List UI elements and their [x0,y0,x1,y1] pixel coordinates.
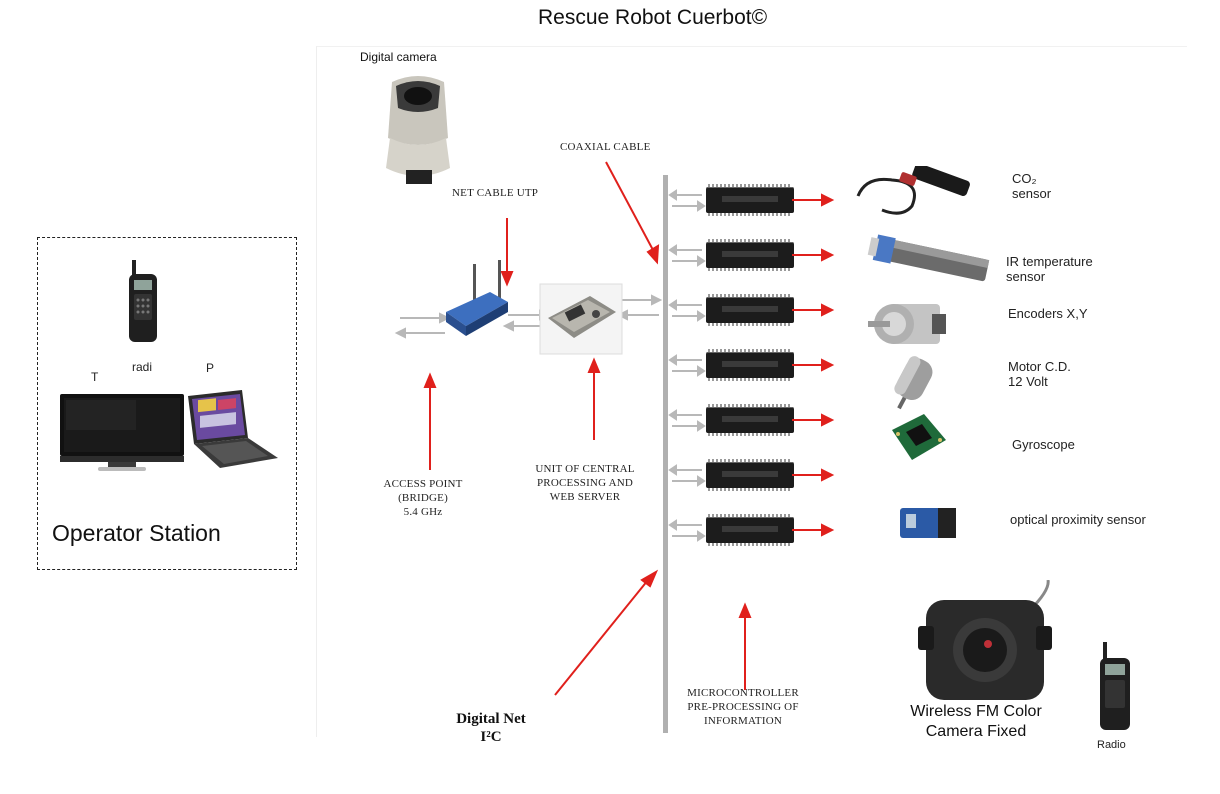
wireless-camera-label-line1: Wireless FM Color [910,703,1042,720]
cpu-label-line2: PROCESSING AND [536,477,633,489]
bus-chip-connector [668,244,706,267]
chip-sensor-arrow [792,358,835,372]
sensor-label-encoders: Encoders X,Y [1008,306,1088,321]
chip-sensor-arrow [792,523,835,537]
microcontroller-chip [706,184,794,216]
microcontroller-chip [706,294,794,326]
operator-station-label: Operator Station [52,520,221,546]
bus-chip-connector [668,519,706,542]
chip-sensor-arrow [792,303,835,317]
robot-radio-label: Radio [1097,739,1126,751]
bus-chip-connector [668,189,706,212]
microcontroller-chip [706,404,794,436]
chip-marking [722,251,778,257]
digital-net-label: Digital Net I²C [436,710,546,746]
chip-sensor-arrow [792,248,835,262]
sensor-label-gyroscope-line1: Gyroscope [1012,437,1075,452]
microcontroller-label-line3: INFORMATION [704,715,782,727]
chip-marking [722,306,778,312]
operator-monitor-icon [58,392,186,472]
wireless-camera-label-line2: Camera Fixed [925,723,1027,738]
cpu-label-line3: WEB SERVER [549,491,621,503]
operator-station-box [37,237,297,570]
sensor-label-gyroscope: Gyroscope [1012,437,1075,452]
optical-proximity-sensor-icon [892,500,964,546]
cpu-label-line1: UNIT OF CENTRAL [535,463,635,475]
sensor-label-ir: IR temperature sensor [1006,254,1093,284]
microcontroller-chip [706,349,794,381]
net-cable-utp-label: NET CABLE UTP [452,187,539,199]
encoder-icon [866,298,948,350]
coaxial-cable-label: COAXIAL CABLE [560,141,651,153]
sensor-label-optical: optical proximity sensor [1010,512,1146,527]
chip-sensor-arrow [792,413,835,427]
digital-camera-label: Digital camera [360,50,437,64]
microcontroller-chip [706,459,794,491]
network-link-arrows [394,294,663,339]
access-point-icon [446,260,508,336]
chip-marking [722,416,778,422]
bus-chip-connector [668,354,706,377]
sensor-label-optical-line1: optical proximity sensor [1010,512,1146,527]
i2c-bus-line [663,175,668,733]
sensor-label-motor-line1: Motor C.D. [1008,359,1071,374]
i2c-label: I²C [480,729,502,745]
red-annotation-arrows [423,161,752,696]
microcontroller-chip [706,239,794,271]
access-point-label-line1: ACCESS POINT [383,478,463,490]
operator-laptop-icon [180,388,280,472]
chip-sensor-arrow [792,193,835,207]
bus-chip-connector [668,299,706,322]
robot-radio-icon [1097,640,1133,732]
access-point-label: ACCESS POINT (BRIDGE) 5.4 GHz [368,477,478,519]
chip-sensor-arrow [792,468,835,482]
wireless-camera-label: Wireless FM Color Camera Fixed [896,702,1056,738]
digital-net-label-line1: Digital Net [456,711,526,727]
chip-marking [722,471,778,477]
microcontroller-label: MICROCONTROLLER PRE-PROCESSING OF INFORM… [668,686,818,728]
dc-motor-icon [886,354,940,414]
ir-temperature-sensor-icon [866,234,996,286]
chip-marking [722,361,778,367]
sensor-label-motor: Motor C.D. 12 Volt [1008,359,1071,389]
digital-camera-icon [378,68,458,188]
co2-sensor-icon [852,163,980,222]
wireless-camera-icon [910,579,1070,704]
robot-diagram-frame [316,46,1187,737]
diagram-title: Rescue Robot Cuerbot© [538,6,768,29]
microcontroller-chip [706,514,794,546]
sensor-label-ir-line2: sensor [1006,269,1046,284]
bus-chip-connector [668,409,706,432]
sensor-label-co2-line1: CO₂ [1012,171,1037,186]
microcontroller-label-line1: MICROCONTROLLER [687,687,799,699]
cpu-board-icon [539,283,623,355]
access-point-label-line3: 5.4 GHz [403,506,443,518]
sensor-label-motor-line2: 12 Volt [1008,374,1048,389]
sensor-label-ir-line1: IR temperature [1006,254,1093,269]
sensor-label-co2-line2: sensor [1012,186,1052,201]
bus-chip-connector [668,464,706,487]
access-point-label-line2: (BRIDGE) [398,492,448,504]
operator-radio-icon [126,258,160,344]
operator-radio-label: radi [132,360,153,374]
sensor-label-encoders-line1: Encoders X,Y [1008,306,1088,321]
gyroscope-icon [884,410,952,466]
chip-marking [722,526,778,532]
operator-p-label: P [206,361,215,375]
sensor-label-co2: CO₂ sensor [1012,171,1051,201]
chip-marking [722,196,778,202]
operator-t-label: T [91,370,99,384]
microcontroller-label-line2: PRE-PROCESSING OF [687,701,799,713]
cpu-label: UNIT OF CENTRAL PROCESSING AND WEB SERVE… [520,462,650,504]
